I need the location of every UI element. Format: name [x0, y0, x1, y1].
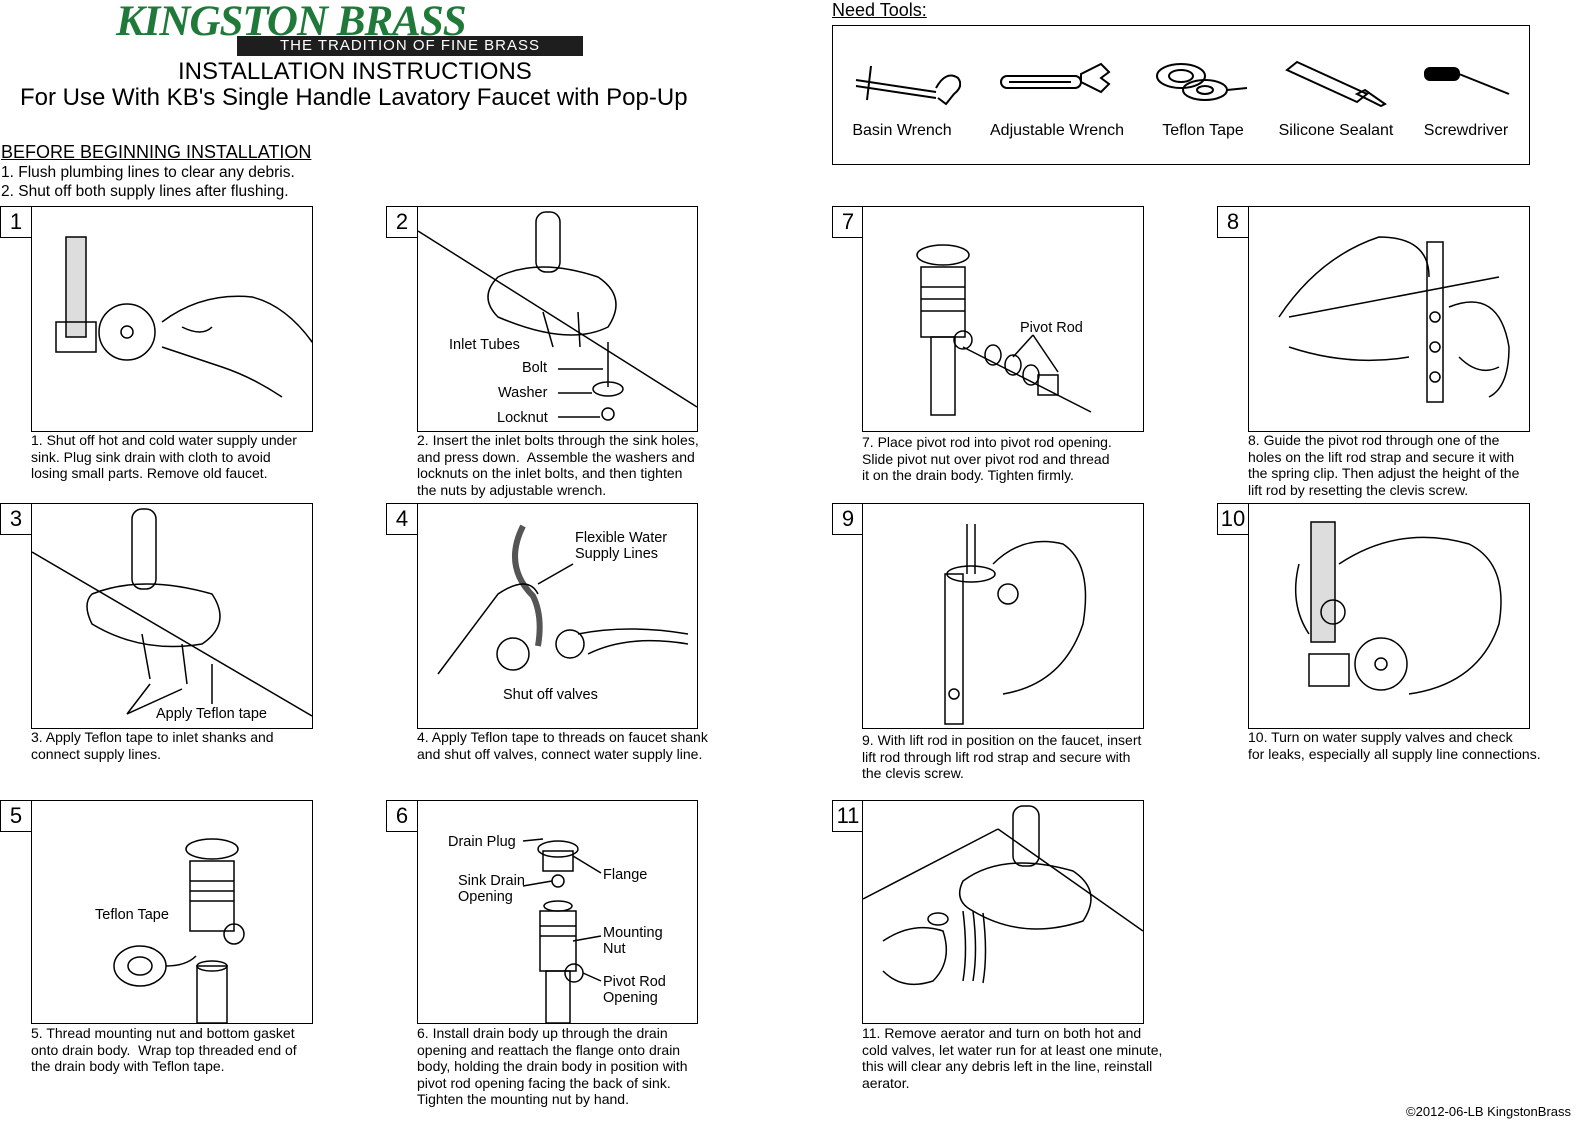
teflon-tape-icon: [1156, 63, 1248, 101]
tool-label: Adjustable Wrench: [990, 122, 1124, 139]
step-caption: 8. Guide the pivot rod through one of th…: [1248, 432, 1520, 498]
step-number: 5: [0, 800, 32, 832]
step-number: 8: [1217, 206, 1249, 238]
step-caption: 6. Install drain body up through the dra…: [417, 1025, 688, 1107]
step-11-illustration: [862, 800, 1144, 1024]
step-number: 11: [832, 800, 864, 832]
label-teflon-tape: Teflon Tape: [95, 907, 169, 923]
tool-label: Teflon Tape: [1162, 122, 1244, 139]
brand-tagline: THE TRADITION OF FINE BRASS: [237, 36, 583, 56]
adjustable-wrench-icon: [1000, 62, 1111, 94]
step-number: 7: [832, 206, 864, 238]
page-title: INSTALLATION INSTRUCTIONS: [178, 58, 532, 85]
silicone-sealant-icon: [1285, 60, 1387, 108]
step-1-illustration: [31, 206, 313, 432]
label-washer: Washer: [498, 385, 548, 401]
tool-label: Screwdriver: [1423, 122, 1509, 139]
label-sink-drain-opening: Sink Drain Opening: [458, 873, 525, 905]
label-mounting-nut: Mounting Nut: [603, 925, 663, 957]
step-caption: 3. Apply Teflon tape to inlet shanks and…: [31, 729, 274, 762]
label-inlet-tubes: Inlet Tubes: [449, 337, 520, 353]
label-bolt: Bolt: [522, 360, 547, 376]
label-shutoff-valves: Shut off valves: [503, 687, 598, 703]
step-caption: 4. Apply Teflon tape to threads on fauce…: [417, 729, 708, 762]
step-number: 6: [386, 800, 418, 832]
label-flange: Flange: [603, 867, 648, 883]
step-caption: 2. Insert the inlet bolts through the si…: [417, 432, 699, 498]
step-number: 9: [832, 503, 864, 535]
step-6-illustration: Drain Plug Flange Sink Drain Opening Mou…: [417, 800, 698, 1024]
tool-label: Basin Wrench: [852, 122, 952, 139]
step-number: 4: [386, 503, 418, 535]
label-locknut: Locknut: [497, 410, 548, 426]
step-9-illustration: [862, 503, 1144, 729]
tools-box: Basin Wrench Adjustable Wrench Teflon Ta…: [832, 25, 1530, 165]
step-10-illustration: [1248, 503, 1530, 729]
step-number: 2: [386, 206, 418, 238]
label-drain-plug: Drain Plug: [448, 834, 516, 850]
step-caption: 1. Shut off hot and cold water supply un…: [31, 432, 297, 481]
tool-label: Silicone Sealant: [1278, 122, 1394, 139]
copyright: ©2012-06-LB KingstonBrass: [1406, 1104, 1571, 1119]
step-number: 1: [0, 206, 32, 238]
before-item: 1. Flush plumbing lines to clear any deb…: [1, 164, 295, 181]
step-3-illustration: Apply Teflon tape: [31, 503, 313, 729]
step-number: 3: [0, 503, 32, 535]
basin-wrench-icon: [855, 65, 961, 106]
step-caption: 7. Place pivot rod into pivot rod openin…: [862, 434, 1112, 483]
step-caption: 10. Turn on water supply valves and chec…: [1248, 729, 1541, 762]
step-7-illustration: Pivot Rod: [862, 206, 1144, 432]
step-8-illustration: [1248, 206, 1530, 432]
step-number: 10: [1217, 503, 1249, 535]
step-5-illustration: Teflon Tape: [31, 800, 313, 1024]
label-pivot-rod: Pivot Rod: [1020, 320, 1083, 336]
before-heading: BEFORE BEGINNING INSTALLATION: [1, 142, 312, 162]
step-caption: 5. Thread mounting nut and bottom gasket…: [31, 1025, 297, 1074]
page-subtitle: For Use With KB's Single Handle Lavatory…: [20, 84, 688, 111]
label-apply-teflon: Apply Teflon tape: [156, 706, 267, 722]
tools-heading: Need Tools:: [832, 0, 927, 20]
label-flexible-supply: Flexible Water Supply Lines: [575, 530, 668, 562]
label-pivot-rod-opening: Pivot Rod Opening: [603, 974, 666, 1006]
step-4-illustration: Flexible Water Supply Lines Shut off val…: [417, 503, 698, 729]
step-2-illustration: Inlet Tubes Bolt Washer Locknut: [417, 206, 698, 432]
step-caption: 11. Remove aerator and turn on both hot …: [862, 1025, 1163, 1091]
step-caption: 9. With lift rod in position on the fauc…: [862, 732, 1142, 781]
before-item: 2. Shut off both supply lines after flus…: [1, 183, 289, 200]
screwdriver-icon: [1424, 67, 1510, 95]
